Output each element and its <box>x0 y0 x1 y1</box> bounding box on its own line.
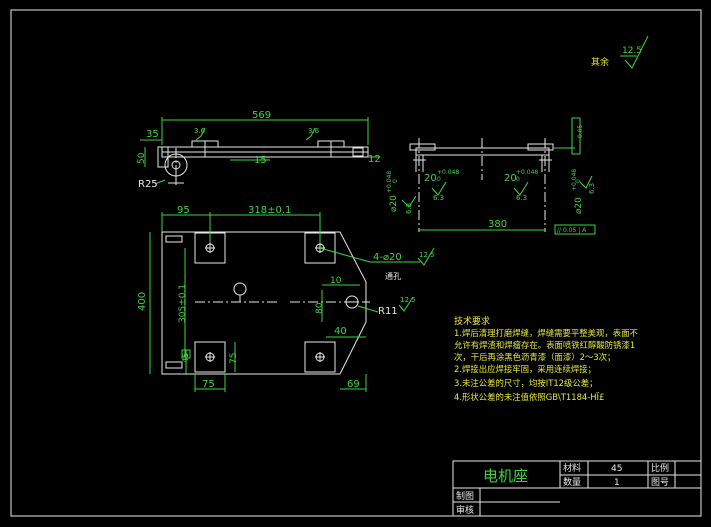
roughness-b: 3.6 <box>308 127 320 135</box>
technical-notes: 技术要求 1.焊后清理打磨焊缝，焊缝需要平整美观，表面不 允许有焊渣和焊瘤存在。… <box>454 315 638 402</box>
dim-dia-left: ⌀20 <box>389 195 399 212</box>
notes-title: 技术要求 <box>454 315 490 327</box>
dim-side-width: 380 <box>488 219 507 230</box>
notes-line-5: 3.未注公差的尺寸，均按IT12级公差； <box>454 378 597 388</box>
dim-pad-height: 75 <box>229 353 239 364</box>
dim-plan-height: 400 <box>137 292 148 311</box>
slot-radius: R11 <box>378 306 398 317</box>
top-view: 569 35 50 15 12 R25 3.6 3.6 <box>137 110 381 190</box>
roughness-a: 3.6 <box>194 127 206 135</box>
surface-note-text: 其余 <box>591 56 609 68</box>
notes-line-4: 2.焊接出应焊接牢固，采用连续焊接； <box>454 364 596 374</box>
datum-label: A <box>184 352 189 359</box>
surface-roughness-note: 其余 12.5 <box>591 35 649 69</box>
dim-overall-length: 569 <box>252 110 271 121</box>
dim-center-left-tol: +0.048 <box>437 169 459 176</box>
scale-label: 比例 <box>651 462 669 474</box>
mid-roughness-a: 6.3 <box>433 194 444 202</box>
slot-roughness: 12.5 <box>400 296 416 304</box>
drawing-no-label: 图号 <box>651 477 669 488</box>
dim-center-right-tol2: 0 <box>516 176 520 183</box>
holes-note: 通孔 <box>385 271 401 281</box>
dim-dia-right-tol: +0.048 <box>571 169 578 191</box>
dim-bottom-right: 69 <box>347 379 360 390</box>
dim-height-50: 50 <box>137 152 147 164</box>
dim-center-left: 20 <box>424 173 437 184</box>
holes-roughness: 12.5 <box>419 251 435 259</box>
notes-line-6: 4.形状公差的未注值依照GB\T1184-HÏ£ <box>454 392 604 402</box>
checked-label: 审核 <box>456 504 474 516</box>
dim-dia-right: ⌀20 <box>574 197 584 214</box>
dim-pad-width: 75 <box>202 379 215 390</box>
dim-dia-left-tol-lower: 0 <box>392 179 399 183</box>
sheet-border <box>10 9 702 517</box>
dim-slot-mark: 15 <box>254 155 267 166</box>
dim-dia-right-tol-lower: 0 <box>575 179 582 183</box>
dim-chamfer-width: 40 <box>334 326 347 337</box>
dim-slot-height: 80 <box>315 302 325 314</box>
dim-slot-width: 10 <box>330 276 342 286</box>
notes-line-1: 1.焊后清理打磨焊缝，焊缝需要平整美观，表面不 <box>454 328 638 338</box>
dim-dia-left-roughness: 6.3 <box>405 203 413 214</box>
material-label: 材料 <box>563 462 581 474</box>
notes-line-2: 允许有焊渣和焊瘤存在。表面喷铁红醇酸防锈漆1 <box>454 340 635 350</box>
side-view: 0.05 380 ⌀20 +0.048 0 6.3 20 +0.048 0 6.… <box>386 117 596 235</box>
holes-label: 4-⌀20 <box>373 252 402 263</box>
mid-roughness-b: 6.3 <box>516 194 527 202</box>
quantity-value: 1 <box>614 478 620 488</box>
part-name: 电机座 <box>483 467 528 485</box>
dim-plan-spacing: 318±0.1 <box>248 205 291 216</box>
dim-center-right: 20 <box>504 173 517 184</box>
dim-left-offset: 35 <box>146 129 159 140</box>
notes-line-3: 次，干后再涂黑色沥青漆（面漆）2～3次； <box>454 352 615 362</box>
quantity-label: 数量 <box>563 476 581 488</box>
title-block: 电机座 材料 45 比例 数量 1 图号 制图 审核 <box>452 460 702 517</box>
dim-radius: R25 <box>138 179 158 190</box>
dim-plan-left: 95 <box>177 205 190 216</box>
material-value: 45 <box>611 464 622 474</box>
dim-plan-vert-spacing: 305±0.1 <box>178 284 188 323</box>
dim-center-left-tol2: 0 <box>437 176 441 183</box>
dim-right-height: 12 <box>368 154 381 165</box>
dim-center-right-tol: +0.048 <box>516 169 538 176</box>
dim-dia-right-roughness: 6.3 <box>588 183 596 194</box>
drawn-label: 制图 <box>456 490 474 502</box>
surface-roughness-value: 12.5 <box>622 46 642 56</box>
flatness-label: 0.05 <box>577 124 584 138</box>
parallel-tolerance: // 0.05 | A <box>557 227 587 234</box>
plan-view: 95 318±0.1 400 305±0.1 4-⌀20 通孔 12.5 10 … <box>137 205 435 392</box>
dim-dia-left-tol: +0.048 <box>386 171 393 193</box>
